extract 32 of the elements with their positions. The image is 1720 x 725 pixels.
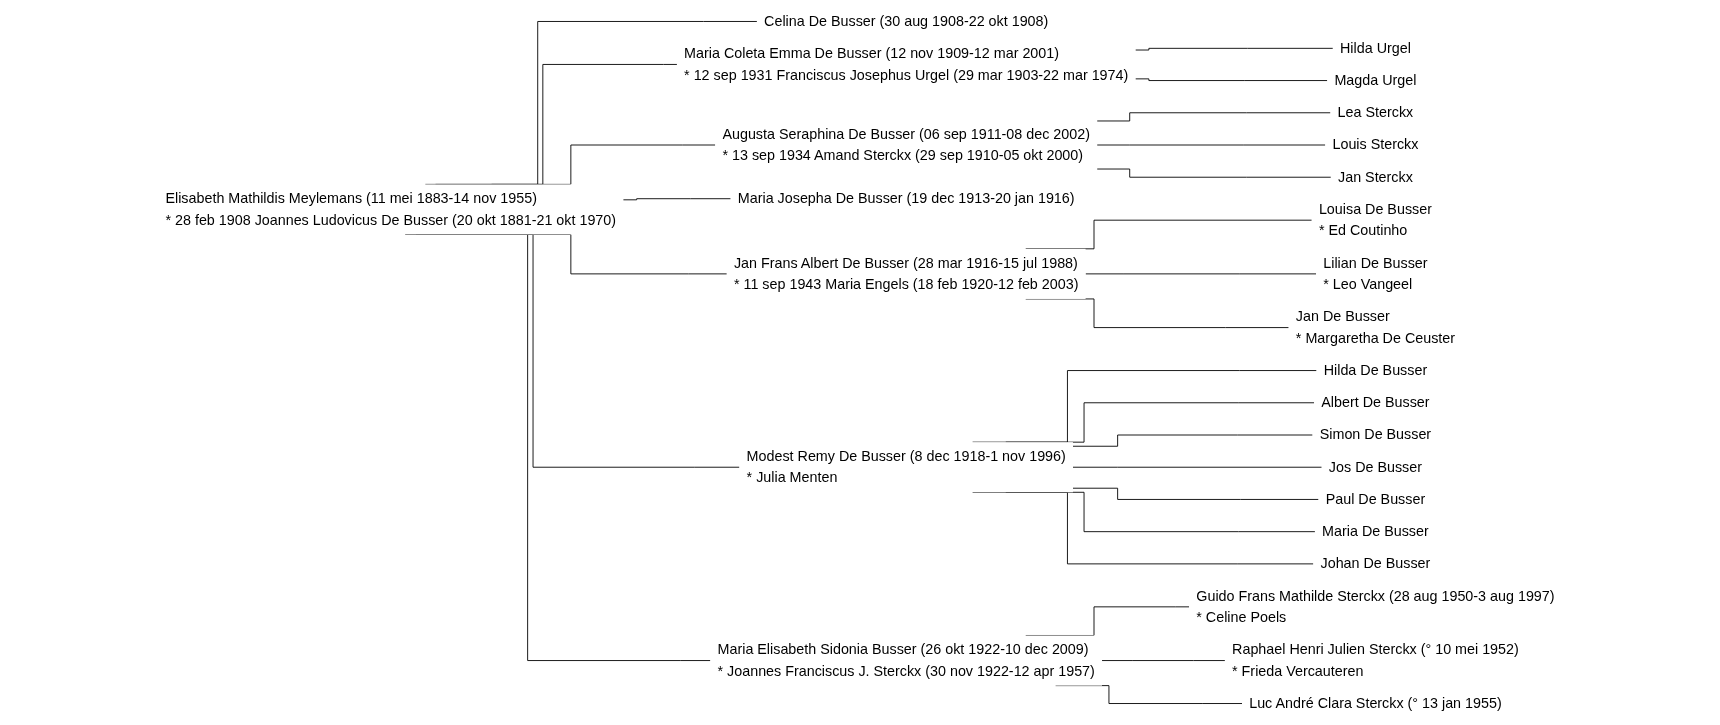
connector: [1135, 47, 1334, 51]
node-text: Hilda De Busser: [1323, 362, 1428, 378]
node-text: Simon De Busser: [1319, 426, 1432, 443]
node-text: Guido Frans Mathilde Sterckx (28 aug 1950-3 aug 1997) * Celine Poels: [1196, 588, 1555, 625]
node-text: Luc André Clara Sterckx (° 13 jan 1955): [1249, 695, 1502, 711]
connector: [1096, 168, 1332, 178]
node-text: Jos De Busser: [1328, 459, 1422, 475]
node-text: Lilian De Busser * Leo Vangeel: [1323, 255, 1428, 292]
connector: [1096, 112, 1331, 122]
connector: [1135, 78, 1328, 81]
connector: [1025, 298, 1290, 329]
node-text: Maria Josepha De Busser (19 dec 1913-20 jan 1916): [737, 190, 1075, 206]
node-text: Maria Coleta Emma De Busser (12 nov 1909-12 mar 2001) * 12 sep 1931 Franciscus Josephus Urgel (29 mar 1903-22 mar 1974): [684, 45, 1129, 83]
node-text: Maria Elisabeth Sidonia Busser (26 okt 1922-10 dec 2009) * Joannes Franciscus J. Sterckx (30 nov 1922-12 apr 1957): [717, 641, 1095, 679]
connector: [1101, 660, 1226, 661]
node-text: Magda Urgel: [1334, 72, 1417, 88]
node-text: Louis Sterckx: [1332, 136, 1419, 153]
node-text: Lea Sterckx: [1337, 104, 1414, 120]
node-text: Maria De Busser: [1322, 523, 1429, 539]
node-text: Louisa De Busser * Ed Coutinho: [1318, 201, 1432, 239]
node-text: Celina De Busser (30 aug 1908-22 okt 1908): [764, 13, 1049, 29]
node-text: Johan De Busser: [1320, 555, 1431, 572]
connector: [1072, 487, 1319, 500]
node-text: Jan Sterckx: [1338, 169, 1413, 185]
node-text: Raphael Henri Julien Sterckx (° 10 mei 1952) * Frieda Vercauteren: [1232, 641, 1519, 679]
node-text: Augusta Seraphina De Busser (06 sep 1911-08 dec 2002) * 13 sep 1934 Amand Sterckx (29 sep 1910-05 okt 2000): [722, 126, 1090, 163]
connector: [1072, 434, 1313, 447]
node-text: Jan De Busser * Margaretha De Ceuster: [1295, 308, 1456, 346]
node-text: Paul De Busser: [1325, 491, 1426, 507]
connector: [622, 198, 732, 201]
node-text: Albert De Busser: [1321, 394, 1430, 410]
node-text: Hilda Urgel: [1340, 40, 1411, 56]
